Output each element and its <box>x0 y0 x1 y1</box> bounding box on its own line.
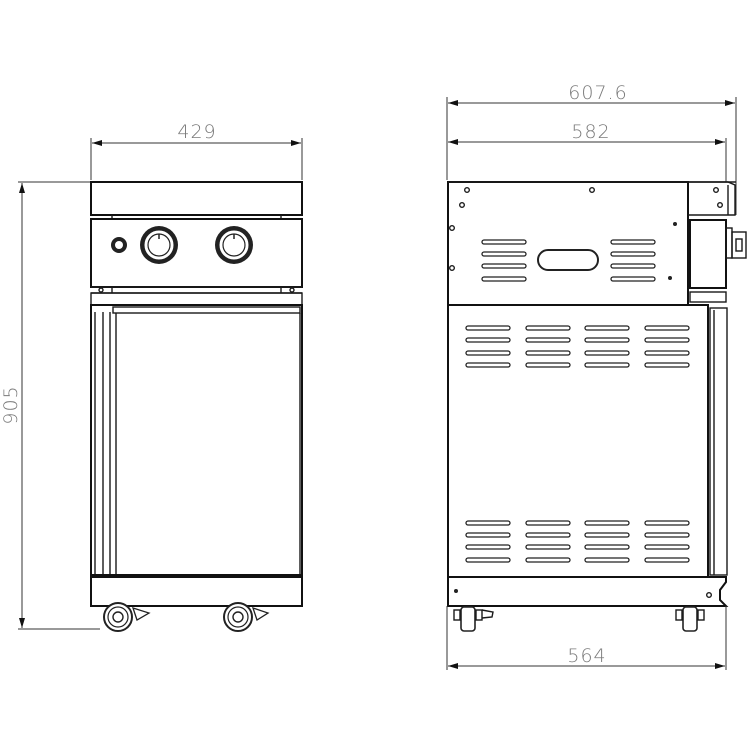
body-depth-label: 582 <box>571 121 610 143</box>
burner-knob-right <box>215 226 253 264</box>
lower-vents-bottom <box>465 520 690 563</box>
side-caster-right <box>675 606 705 632</box>
front-width-dimension: 429 <box>90 121 303 180</box>
front-view: 429 905 <box>0 121 303 632</box>
upper-vent-right <box>610 239 656 282</box>
side-caster-left <box>453 606 494 632</box>
handle-cutout <box>537 249 599 271</box>
overall-depth-dimension: 607.6 <box>446 82 737 215</box>
cabinet-door <box>90 304 303 578</box>
caster-left <box>103 602 151 632</box>
front-height-label: 905 <box>0 385 22 424</box>
upper-vent-left <box>481 239 527 282</box>
overall-depth-label: 607.6 <box>568 82 627 104</box>
front-width-label: 429 <box>177 121 216 143</box>
caster-right <box>223 602 270 632</box>
front-base <box>90 576 303 607</box>
side-shelf-bracket <box>688 181 736 216</box>
front-lid <box>90 181 303 216</box>
igniter-button <box>111 237 127 253</box>
control-panel <box>90 218 303 288</box>
burner-knob-left <box>140 226 178 264</box>
side-door-edge <box>709 307 728 576</box>
base-depth-label: 564 <box>567 645 606 667</box>
side-view: 607.6 582 <box>446 82 747 670</box>
body-depth-dimension: 582 <box>448 121 727 182</box>
base-depth-dimension: 564 <box>446 606 727 670</box>
gas-regulator <box>689 219 747 303</box>
front-height-dimension: 905 <box>0 181 100 630</box>
side-base <box>447 576 729 607</box>
lower-vents-top <box>465 325 690 368</box>
